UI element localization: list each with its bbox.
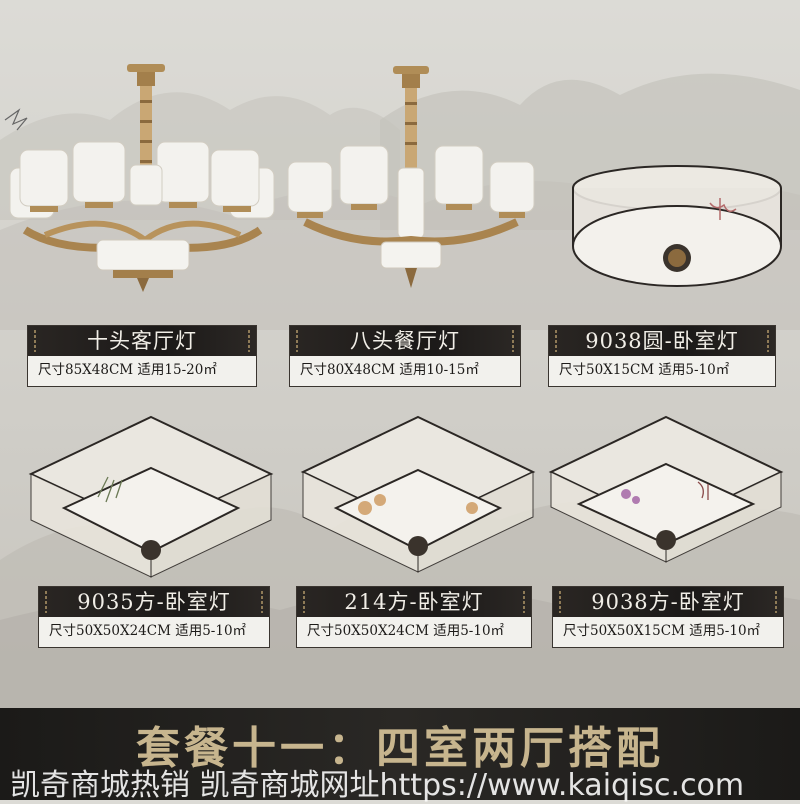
- eight-head-chandelier-icon: [287, 66, 535, 288]
- square-ceiling-lamp-icon: [28, 415, 274, 578]
- product-spec: 尺寸50X50X24CM 适用5-10㎡: [49, 623, 247, 639]
- product-card-eight-head: 八头餐厅灯 尺寸80X48CM 适用10-15㎡: [289, 325, 521, 387]
- product-spec: 尺寸50X15CM 适用5-10㎡: [559, 362, 730, 378]
- square-ceiling-lamp-icon: [548, 415, 784, 563]
- ten-head-chandelier-icon: [9, 64, 275, 292]
- product-spec: 尺寸50X50X24CM 适用5-10㎡: [307, 623, 505, 639]
- product-card-9035-square: 9035方-卧室灯 尺寸50X50X24CM 适用5-10㎡: [38, 586, 270, 648]
- product-card-ten-head: 十头客厅灯 尺寸85X48CM 适用15-20㎡: [27, 325, 257, 387]
- product-title: 十头客厅灯: [28, 326, 256, 356]
- square-ceiling-lamp-icon: [300, 415, 536, 573]
- product-spec: 尺寸50X50X15CM 适用5-10㎡: [563, 623, 761, 639]
- product-card-9038-round: 9038圆-卧室灯 尺寸50X15CM 适用5-10㎡: [548, 325, 776, 387]
- round-ceiling-lamp-icon: [572, 165, 782, 287]
- product-spec: 尺寸80X48CM 适用10-15㎡: [300, 362, 479, 378]
- product-title: 214方-卧室灯: [297, 587, 531, 617]
- product-card-9038-square: 9038方-卧室灯 尺寸50X50X15CM 适用5-10㎡: [552, 586, 784, 648]
- product-title: 9038方-卧室灯: [553, 587, 783, 617]
- product-spec: 尺寸85X48CM 适用15-20㎡: [38, 362, 217, 378]
- product-title: 八头餐厅灯: [290, 326, 520, 356]
- product-title: 9038圆-卧室灯: [549, 326, 775, 356]
- product-card-214-square: 214方-卧室灯 尺寸50X50X24CM 适用5-10㎡: [296, 586, 532, 648]
- package-banner: [0, 708, 800, 800]
- product-title: 9035方-卧室灯: [39, 587, 269, 617]
- store-watermark: 凯奇商城热销 凯奇商城网址https://www.kaiqisc.com: [10, 768, 745, 803]
- package-title: 套餐十一：四室两厅搭配: [136, 723, 664, 774]
